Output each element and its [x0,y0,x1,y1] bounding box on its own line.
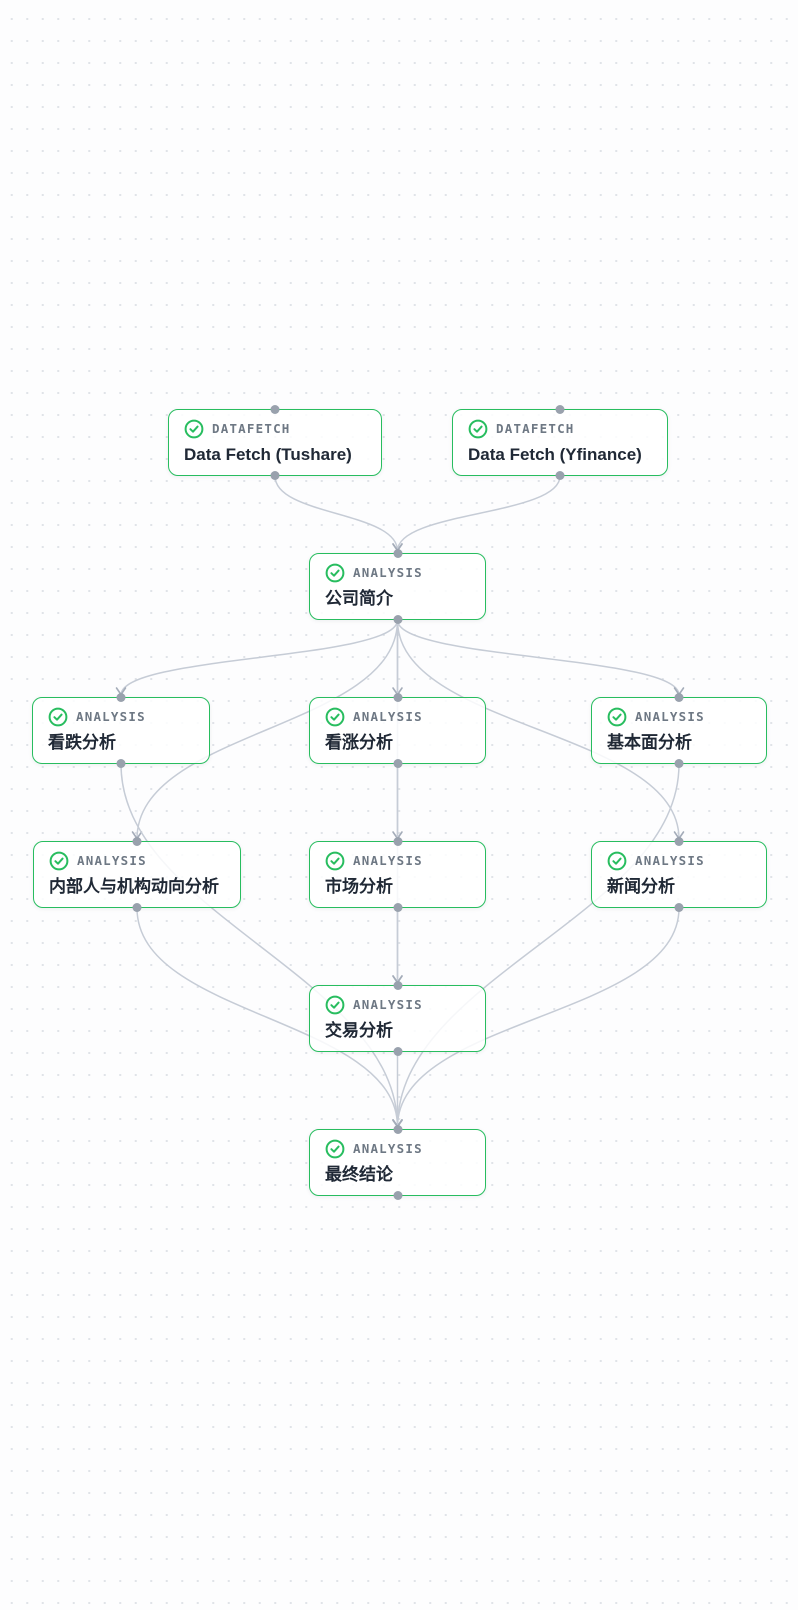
node-company-profile[interactable]: ANALYSIS 公司简介 [309,549,486,624]
check-circle-icon [49,851,69,871]
node-handle-top[interactable] [393,981,402,990]
check-circle-icon [607,851,627,871]
edge-datafetch-yfinance-to-company-profile[interactable] [392,475,561,552]
node-handle-top[interactable] [674,693,684,702]
node-title: 新闻分析 [607,876,675,896]
node-handle-top[interactable] [116,693,126,702]
check-circle-icon [607,707,627,727]
node-type-label: ANALYSIS [76,708,146,724]
node-handle-bottom[interactable] [393,759,402,768]
edge-fundamental-analysis-to-final-conclusion[interactable] [392,763,680,1128]
node-title: 看涨分析 [325,732,393,752]
node-datafetch-tushare[interactable]: DATAFETCH Data Fetch (Tushare) [168,405,382,480]
node-handle-top[interactable] [393,549,402,558]
node-bearish-analysis[interactable]: ANALYSIS 看跌分析 [32,693,210,768]
node-fundamental-analysis[interactable]: ANALYSIS 基本面分析 [591,693,767,768]
node-final-conclusion[interactable]: ANALYSIS 最终结论 [309,1125,486,1200]
node-title: 内部人与机构动向分析 [49,876,219,896]
edge-insider-analysis-to-final-conclusion[interactable] [136,907,403,1128]
check-circle-icon [325,1139,345,1159]
node-title: 交易分析 [325,1020,393,1040]
node-header: ANALYSIS [607,851,751,871]
node-handle-bottom[interactable] [674,759,684,768]
node-title: 看跌分析 [48,732,116,752]
node-handle-bottom[interactable] [674,903,684,912]
node-handle-top[interactable] [393,1125,402,1134]
node-title: Data Fetch (Yfinance) [468,444,642,464]
node-type-label: ANALYSIS [353,564,423,580]
node-header: ANALYSIS [48,707,194,727]
node-header: ANALYSIS [325,1139,470,1159]
node-type-label: ANALYSIS [353,852,423,868]
node-type-label: DATAFETCH [212,420,291,436]
node-handle-bottom[interactable] [270,471,280,480]
node-header: DATAFETCH [184,419,366,439]
node-type-label: DATAFETCH [496,420,575,436]
node-bullish-analysis[interactable]: ANALYSIS 看涨分析 [309,693,486,768]
check-circle-icon [325,995,345,1015]
node-handle-bottom[interactable] [393,903,402,912]
edge-news-analysis-to-final-conclusion[interactable] [392,907,680,1128]
node-header: ANALYSIS [325,851,470,871]
node-handle-top[interactable] [674,837,684,846]
node-type-label: ANALYSIS [77,852,147,868]
edge-company-profile-to-fundamental-analysis[interactable] [396,619,685,696]
node-handle-bottom[interactable] [132,903,142,912]
node-header: ANALYSIS [325,995,470,1015]
node-type-label: ANALYSIS [353,996,423,1012]
check-circle-icon [184,419,204,439]
node-news-analysis[interactable]: ANALYSIS 新闻分析 [591,837,767,912]
node-header: DATAFETCH [468,419,652,439]
edge-datafetch-tushare-to-company-profile[interactable] [274,475,403,552]
edge-bearish-analysis-to-final-conclusion[interactable] [120,763,403,1128]
edge-company-profile-to-bearish-analysis[interactable] [115,619,399,696]
node-handle-bottom[interactable] [393,1047,402,1056]
node-header: ANALYSIS [607,707,751,727]
node-handle-top[interactable] [270,405,280,414]
node-header: ANALYSIS [325,707,470,727]
node-market-analysis[interactable]: ANALYSIS 市场分析 [309,837,486,912]
node-trade-analysis[interactable]: ANALYSIS 交易分析 [309,981,486,1056]
node-insider-analysis[interactable]: ANALYSIS 内部人与机构动向分析 [33,837,241,912]
node-header: ANALYSIS [49,851,225,871]
node-datafetch-yfinance[interactable]: DATAFETCH Data Fetch (Yfinance) [452,405,668,480]
node-handle-top[interactable] [393,693,402,702]
check-circle-icon [325,563,345,583]
node-title: 最终结论 [325,1164,393,1184]
node-type-label: ANALYSIS [353,708,423,724]
node-type-label: ANALYSIS [353,1140,423,1156]
node-header: ANALYSIS [325,563,470,583]
node-handle-bottom[interactable] [555,471,565,480]
node-handle-bottom[interactable] [116,759,126,768]
node-handle-bottom[interactable] [393,1191,402,1200]
node-handle-top[interactable] [393,837,402,846]
check-circle-icon [325,707,345,727]
node-handle-top[interactable] [132,837,142,846]
node-type-label: ANALYSIS [635,708,705,724]
node-title: 市场分析 [325,876,393,896]
node-handle-bottom[interactable] [393,615,402,624]
node-title: 基本面分析 [607,732,692,752]
node-type-label: ANALYSIS [635,852,705,868]
edge-company-profile-to-news-analysis[interactable] [396,619,685,840]
check-circle-icon [48,707,68,727]
check-circle-icon [325,851,345,871]
node-title: 公司简介 [325,588,393,608]
check-circle-icon [468,419,488,439]
node-title: Data Fetch (Tushare) [184,444,352,464]
node-handle-top[interactable] [555,405,565,414]
edge-company-profile-to-insider-analysis[interactable] [131,619,399,840]
